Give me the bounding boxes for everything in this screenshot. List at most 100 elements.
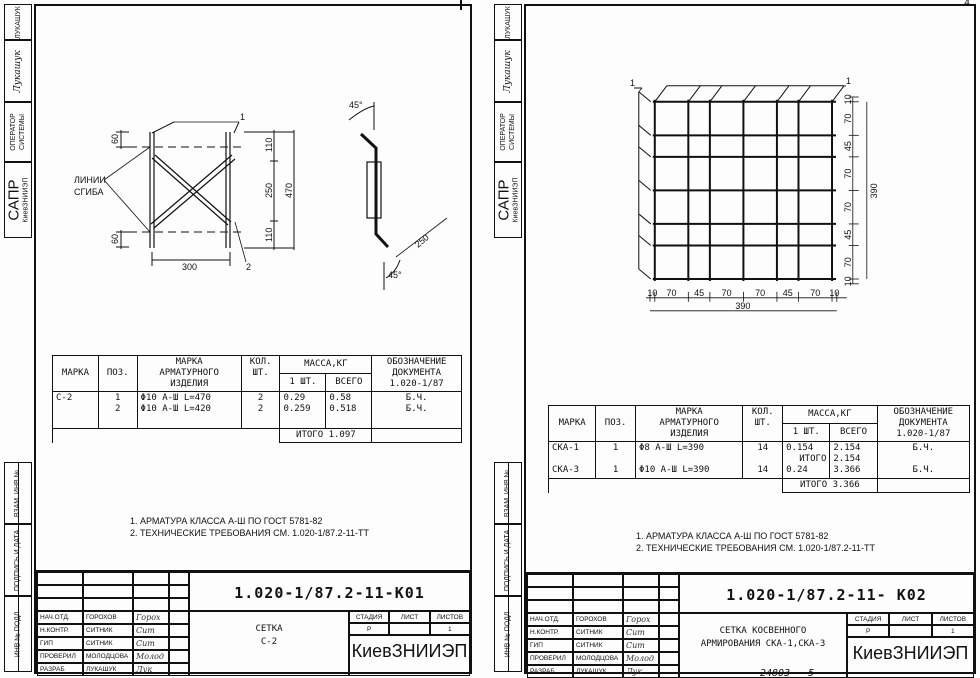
dim-label: 45° — [349, 100, 363, 110]
stamp-operator-signature: Лукашук — [4, 40, 32, 102]
callout-label: 1 — [240, 112, 245, 122]
angle-arc — [348, 105, 375, 121]
sheet-value — [889, 625, 932, 637]
row-one: 0.154 — [786, 443, 814, 453]
blank — [371, 428, 462, 443]
bar-side-view — [359, 132, 390, 249]
row-pos: 1 — [115, 393, 121, 403]
dim-label: 70 — [722, 288, 732, 298]
header-row: 1 ШТ.ВСЕГО — [549, 423, 970, 442]
title-cell — [659, 626, 679, 639]
stamp-operator-label-text: ОПЕРАТОР СИСТЕМЫ — [10, 113, 27, 151]
subtotal-value: 2.154 — [833, 454, 861, 464]
header-mark: МАРКА — [547, 405, 597, 442]
org-cell — [349, 635, 470, 676]
sheet-value — [389, 623, 430, 635]
header-doc-line: ДОКУМЕНТА — [392, 368, 442, 378]
system-title: САПР — [5, 179, 23, 221]
header-doc-line: ДОКУМЕНТА — [898, 418, 948, 428]
callout-label: 1 — [630, 78, 635, 88]
callout-label: 2 — [246, 262, 251, 272]
stamp-operator-name: ЛУКАШУК — [494, 4, 522, 40]
header-item-line: ИЗДЕЛИЯ — [170, 379, 209, 389]
dim-label: 470 — [284, 183, 294, 198]
staff-role: ПРОВЕРИЛ — [37, 650, 83, 663]
staff-role: ГИП — [527, 639, 573, 652]
title-cell — [169, 637, 189, 650]
staff-signature: Сит — [623, 639, 659, 652]
code-cell — [189, 572, 470, 611]
document-code: 1.020-1/87.2-11-К01 — [234, 584, 425, 602]
row-total: 2.154 — [833, 443, 861, 453]
row-qty: 14 — [757, 443, 769, 453]
line — [638, 213, 652, 225]
staff-role: ПРОВЕРИЛ — [527, 652, 573, 665]
dim-label: 250 — [264, 183, 274, 198]
row-item: Φ8 А-Ш L=390 — [639, 443, 705, 453]
title-cell — [573, 574, 623, 587]
staff-name: СИТНИК — [573, 639, 623, 652]
staff-role: НАЧ.ОТД. — [527, 613, 573, 626]
title-cell — [573, 587, 623, 600]
title-cell — [169, 572, 189, 585]
dim-label: 70 — [843, 114, 853, 124]
system-org: КиевЗНИИЭП — [22, 177, 30, 223]
stamp-operator-signature-text: Лукашук — [12, 49, 23, 93]
bar-2 — [153, 158, 236, 229]
header-qty-line: ШТ. — [252, 368, 269, 378]
header-mass-one: 1 ШТ. — [782, 423, 831, 442]
stage-label: СТАДИЯ — [349, 611, 390, 623]
spacer — [639, 454, 739, 465]
dim-label: 45 — [843, 141, 853, 151]
line — [638, 180, 652, 191]
staff-name: ЛУКАШУК — [573, 665, 623, 678]
stage-label: СТАДИЯ — [847, 613, 890, 625]
sheet-label: ЛИСТ — [889, 613, 932, 625]
bar-side-overlap — [366, 161, 382, 219]
spacer — [881, 454, 966, 465]
staff-name: МОЛОДЦОВА — [573, 652, 623, 665]
dim-line — [395, 217, 448, 258]
document-code: 1.020-1/87.2-11- К02 — [726, 586, 927, 604]
row-doc: Б.Ч. — [912, 443, 935, 453]
row-qty: 2 — [257, 404, 264, 414]
subtotal-label: ИТОГО — [799, 454, 827, 464]
stamp-operator-signature: Лукашук — [494, 40, 522, 102]
header-doc-line: ОБОЗНАЧЕНИЕ — [893, 407, 954, 417]
system-org: КиевЗНИИЭП — [512, 177, 520, 223]
staff-signature: Молод — [133, 650, 169, 663]
title-cell — [659, 613, 679, 626]
staff-signature: Сит — [623, 626, 659, 639]
dim-label: 70 — [843, 202, 853, 212]
title-cell — [189, 611, 349, 676]
title-cell — [659, 665, 679, 678]
bend-label: ЛИНИИ — [74, 175, 106, 185]
dim-label: 250 — [413, 232, 431, 249]
title-cell — [169, 650, 189, 663]
drawing-title-line: АРМИРОВАНИЯ СКА-1,СКА-3 — [700, 639, 826, 649]
dim-label: 45 — [843, 230, 853, 240]
total-label: ИТОГО — [296, 430, 324, 440]
staff-name: СИТНИК — [83, 637, 133, 650]
row-total: 0.58 — [329, 393, 352, 403]
stage-value: Р — [847, 625, 890, 637]
title-cell — [37, 572, 83, 585]
total-cell: ИТОГО 1.097 — [279, 428, 373, 443]
title-cell — [527, 574, 573, 587]
stamp-operator-label: ОПЕРАТОР СИСТЕМЫ — [494, 102, 522, 162]
line — [638, 87, 643, 93]
leader — [103, 179, 151, 233]
dim-label: 45 — [783, 288, 793, 298]
line — [743, 85, 756, 103]
total-value: 3.366 — [832, 480, 860, 490]
